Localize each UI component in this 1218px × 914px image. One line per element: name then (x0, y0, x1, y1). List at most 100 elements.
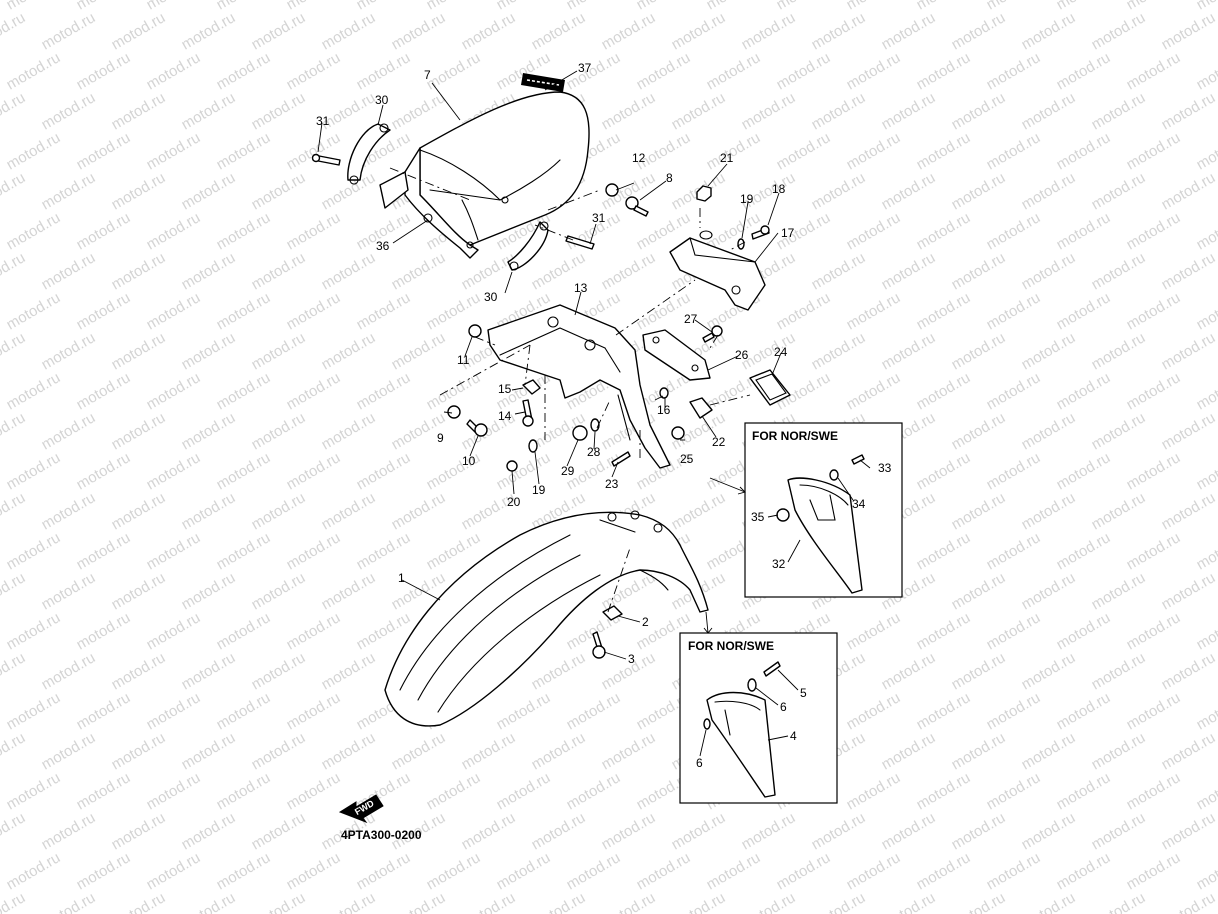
watermark-text: motod.ru (1054, 529, 1114, 573)
watermark-text: motod.ru (1159, 409, 1218, 453)
nut-25 (671, 426, 685, 440)
callout-22: 22 (712, 435, 726, 449)
callout-30-b: 30 (484, 290, 498, 304)
watermark-text: motod.ru (424, 769, 484, 813)
watermark-text: motod.ru (529, 649, 589, 693)
watermark-text: motod.ru (109, 329, 169, 373)
watermark-text: motod.ru (949, 729, 1009, 773)
watermark-text: motod.ru (1124, 609, 1184, 653)
watermark-text: motod.ru (214, 449, 274, 493)
watermark-text: motod.ru (1054, 209, 1114, 253)
watermark-text: motod.ru (1124, 0, 1184, 13)
callout-5: 5 (800, 686, 807, 700)
watermark-text: motod.ru (389, 489, 449, 533)
bolt-14 (522, 399, 534, 427)
watermark-text: motod.ru (1089, 569, 1149, 613)
watermark-text: motod.ru (949, 809, 1009, 853)
watermark-text: motod.ru (179, 409, 239, 453)
watermark-text: motod.ru (144, 529, 204, 573)
watermark-text: motod.ru (494, 0, 554, 13)
watermark-text: motod.ru (844, 209, 904, 253)
watermark-text: motod.ru (354, 289, 414, 333)
watermark-text: motod.ru (249, 409, 309, 453)
watermark-text: motod.ru (949, 329, 1009, 373)
watermark-text: motod.ru (144, 0, 204, 13)
watermark-text: motod.ru (739, 889, 799, 914)
watermark-text: motod.ru (249, 649, 309, 693)
watermark-text: motod.ru (599, 889, 659, 914)
watermark-text: motod.ru (914, 209, 974, 253)
bolt-10 (466, 419, 488, 437)
callout-31-b: 31 (592, 211, 606, 225)
watermark-text: motod.ru (319, 329, 379, 373)
watermark-text: motod.ru (1159, 729, 1218, 773)
watermark-text: motod.ru (1019, 169, 1079, 213)
watermark-text: motod.ru (1124, 849, 1184, 893)
watermark-text: motod.ru (704, 49, 764, 93)
watermark-text: motod.ru (0, 489, 28, 533)
callout-13: 13 (574, 281, 588, 295)
watermark-text: motod.ru (1159, 489, 1218, 533)
watermark-text: motod.ru (39, 9, 99, 53)
watermark-text: motod.ru (144, 769, 204, 813)
watermark-text: motod.ru (739, 89, 799, 133)
rear-fender-1 (384, 510, 709, 727)
watermark-text: motod.ru (0, 889, 28, 914)
watermark-text: motod.ru (1194, 289, 1218, 333)
watermark-text: motod.ru (564, 849, 624, 893)
watermark-text: motod.ru (1159, 169, 1218, 213)
watermark-text: motod.ru (4, 529, 64, 573)
watermark-text: motod.ru (879, 809, 939, 853)
watermark-text: motod.ru (1054, 49, 1114, 93)
watermark-text: motod.ru (389, 249, 449, 293)
watermark-text: motod.ru (74, 449, 134, 493)
watermark-text: motod.ru (1054, 449, 1114, 493)
watermark-text: motod.ru (144, 289, 204, 333)
watermark-text: motod.ru (109, 169, 169, 213)
screw-5 (763, 661, 781, 677)
watermark-text: motod.ru (424, 49, 484, 93)
watermark-text: motod.ru (354, 849, 414, 893)
watermark-text: motod.ru (1124, 49, 1184, 93)
watermark-text: motod.ru (599, 729, 659, 773)
watermark-text: motod.ru (879, 9, 939, 53)
watermark-text: motod.ru (879, 729, 939, 773)
watermark-text: motod.ru (109, 569, 169, 613)
watermark-text: motod.ru (704, 849, 764, 893)
watermark-text: motod.ru (949, 409, 1009, 453)
watermark-text: motod.ru (1019, 9, 1079, 53)
watermark-text: motod.ru (74, 369, 134, 413)
watermark-text: motod.ru (949, 89, 1009, 133)
callout-27: 27 (684, 312, 698, 326)
watermark-text: motod.ru (844, 49, 904, 93)
watermark-text: motod.ru (914, 529, 974, 573)
watermark-text: motod.ru (179, 649, 239, 693)
watermark-text: motod.ru (249, 489, 309, 533)
watermark-text: motod.ru (424, 849, 484, 893)
inset-label-rear: FOR NOR/SWE (752, 429, 838, 443)
bolt-8 (625, 196, 649, 217)
watermark-text: motod.ru (1089, 89, 1149, 133)
watermark-text: motod.ru (1054, 609, 1114, 653)
watermark-text: motod.ru (0, 809, 28, 853)
bolt-15 (522, 379, 541, 395)
watermark-text: motod.ru (984, 289, 1044, 333)
watermark-text: motod.ru (214, 609, 274, 653)
watermark-text: motod.ru (109, 9, 169, 53)
callout-32: 32 (772, 557, 786, 571)
watermark-text: motod.ru (109, 249, 169, 293)
callout-19-b: 19 (532, 483, 546, 497)
watermark-text: motod.ru (214, 849, 274, 893)
watermark-text: motod.ru (214, 769, 274, 813)
watermark-text: motod.ru (39, 329, 99, 373)
watermark-text: motod.ru (4, 49, 64, 93)
callout-labels: 1 2 3 4 5 6 6 7 8 9 10 11 12 13 14 15 16… (316, 61, 892, 770)
callout-30-a: 30 (375, 93, 389, 107)
watermark-text: motod.ru (1089, 409, 1149, 453)
watermark-text: motod.ru (669, 809, 729, 853)
watermark-text: motod.ru (669, 89, 729, 133)
watermark-text: motod.ru (319, 9, 379, 53)
callout-33: 33 (878, 461, 892, 475)
watermark-text: motod.ru (1124, 289, 1184, 333)
diagram-code: 4PTA300-0200 (341, 828, 422, 842)
